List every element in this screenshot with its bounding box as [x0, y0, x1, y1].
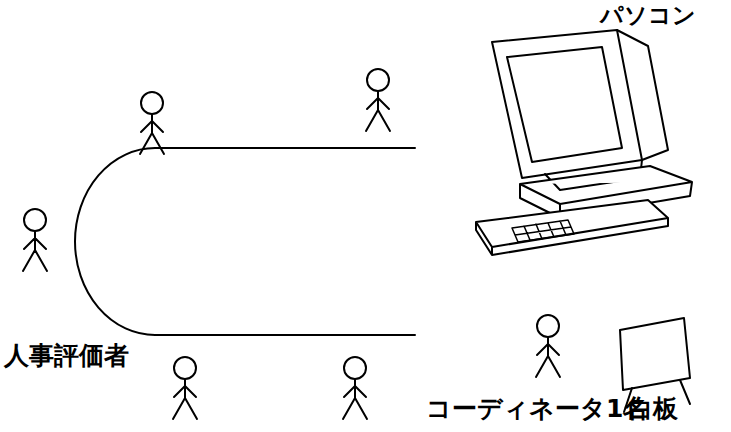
label-text: パソコン	[600, 4, 696, 27]
label-text: 人事評価者	[4, 343, 129, 368]
coordinator-figure	[536, 315, 560, 377]
label-text: コーディネータ1名	[426, 396, 648, 421]
monitor-screen	[507, 47, 622, 162]
u-shaped-table	[75, 148, 415, 335]
person-figure	[343, 357, 367, 419]
person-figure	[366, 69, 390, 131]
person-figure	[173, 357, 197, 419]
person-figure	[140, 92, 164, 154]
keyboard	[476, 200, 668, 255]
monitor-front	[492, 30, 642, 178]
keyboard-keys	[512, 220, 574, 242]
monitor-side	[617, 30, 668, 160]
person-figure	[23, 209, 47, 271]
computer-illustration	[476, 30, 692, 255]
